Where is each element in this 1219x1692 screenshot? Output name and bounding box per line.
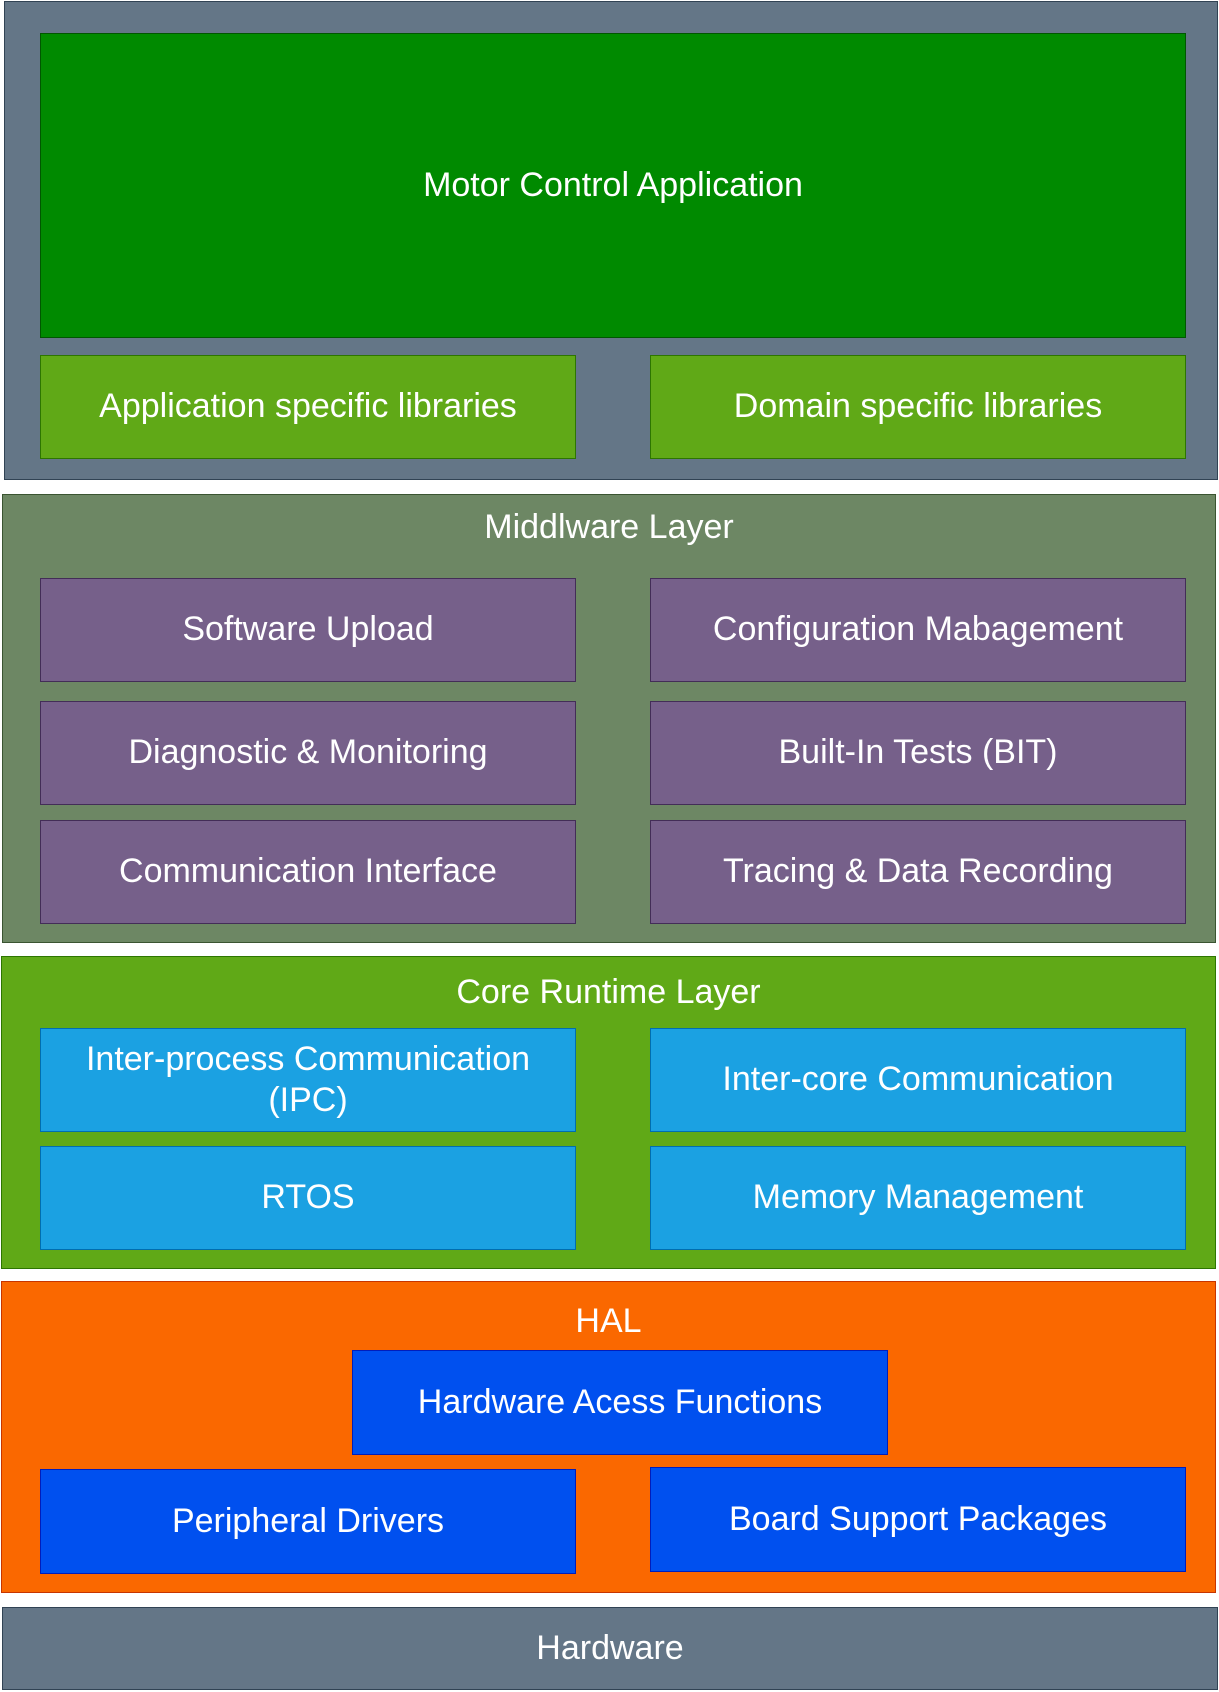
core-item-inter-core-communication: Inter-core Communication (650, 1028, 1186, 1132)
hal-item-peripheral-drivers: Peripheral Drivers (40, 1469, 576, 1574)
middleware-item-built-in-tests: Built-In Tests (BIT) (650, 701, 1186, 805)
hal-hardware-access-functions: Hardware Acess Functions (352, 1350, 888, 1455)
middleware-layer-title: Middlware Layer (484, 508, 734, 546)
application-specific-libraries-box: Application specific libraries (40, 355, 576, 459)
core-item-rtos: RTOS (40, 1146, 576, 1250)
middleware-item-configuration-management: Configuration Mabagement (650, 578, 1186, 682)
hal-layer-title: HAL (575, 1302, 642, 1340)
middleware-item-tracing-data-recording: Tracing & Data Recording (650, 820, 1186, 924)
middleware-item-communication-interface: Communication Interface (40, 820, 576, 924)
hardware-layer: Hardware (2, 1607, 1218, 1690)
domain-specific-libraries-box: Domain specific libraries (650, 355, 1186, 459)
hal-item-board-support-packages: Board Support Packages (650, 1467, 1186, 1572)
core-item-ipc: Inter-process Communication (IPC) (40, 1028, 576, 1132)
core-item-memory-management: Memory Management (650, 1146, 1186, 1250)
core-runtime-layer-title: Core Runtime Layer (456, 973, 761, 1011)
middleware-item-diagnostic-monitoring: Diagnostic & Monitoring (40, 701, 576, 805)
middleware-item-software-upload: Software Upload (40, 578, 576, 682)
motor-control-application-box: Motor Control Application (40, 33, 1186, 338)
